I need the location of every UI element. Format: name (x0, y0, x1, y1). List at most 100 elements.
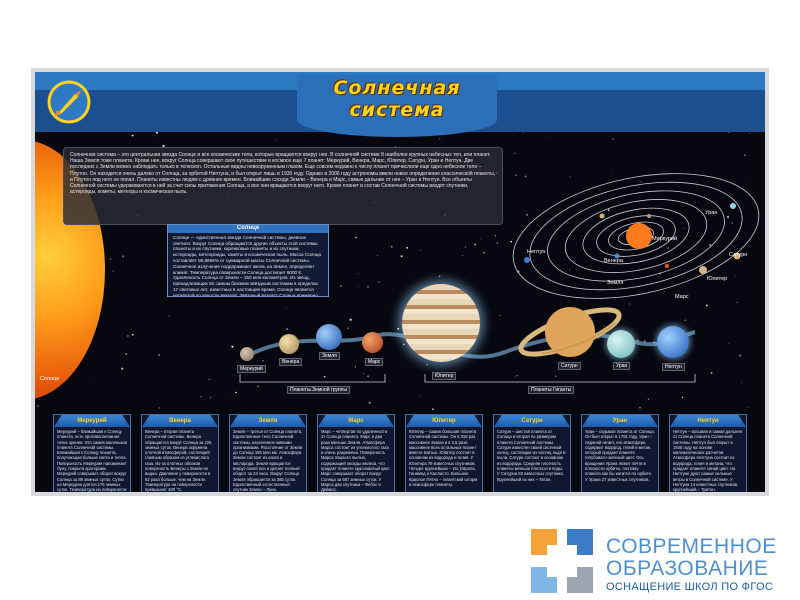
star (637, 339, 639, 341)
sun-info-text: Солнце — единственная звезда Солнечной с… (173, 234, 322, 297)
star (514, 152, 516, 155)
star (420, 249, 421, 251)
star (397, 327, 400, 330)
star (499, 314, 501, 316)
label-uranus: Уран (613, 362, 631, 370)
poster-title-line-2: система (349, 99, 445, 121)
star (548, 281, 550, 283)
star (743, 154, 746, 157)
planet-neptune (657, 326, 689, 358)
star (687, 290, 689, 292)
star (604, 325, 605, 327)
star (286, 308, 288, 309)
star (526, 213, 528, 216)
star (741, 381, 743, 383)
star (358, 285, 359, 287)
solar-system-poster: Солнечная система Солнце Солнечная систе… (31, 68, 769, 496)
planet-earth (316, 324, 342, 350)
star (358, 273, 359, 275)
star (286, 328, 288, 330)
star (229, 399, 231, 401)
planet-card-title: Венера (142, 415, 218, 427)
star (681, 396, 684, 399)
star (406, 246, 409, 249)
orbit-ring (564, 199, 708, 273)
star (391, 246, 393, 248)
star (647, 398, 650, 400)
star (323, 375, 326, 378)
planet-card-text: Земля – третья от Солнца планета. Единст… (233, 429, 303, 493)
star (368, 401, 371, 404)
planet-jupiter (402, 284, 480, 362)
title-plate (297, 75, 497, 137)
star (615, 325, 617, 327)
star (607, 209, 610, 211)
star (643, 340, 646, 343)
star (125, 353, 128, 356)
label-earth: Земля (319, 352, 340, 360)
brand-tagline: ОСНАЩЕНИЕ ШКОЛ ПО ФГОС (606, 581, 774, 593)
star (710, 372, 713, 374)
planet-card-title: Юпитер (406, 415, 482, 427)
star (420, 395, 421, 397)
brand-name-line-2: ОБРАЗОВАНИЕ (606, 557, 769, 580)
star (262, 360, 264, 362)
orbit-label-mars: Марс (675, 294, 689, 300)
star (684, 319, 686, 321)
star (705, 304, 708, 307)
planet-card-title: Нептун (670, 415, 746, 427)
orbit-label-neptune: Нептун (527, 249, 546, 255)
star (514, 376, 516, 378)
orbit-label-mercury: Меркурий (652, 236, 678, 242)
star (639, 406, 641, 409)
star (156, 131, 158, 134)
planet-card-title: Уран (582, 415, 658, 427)
planet-card-title: Меркурий (54, 415, 130, 427)
star (640, 181, 642, 183)
orbit-planet-neptune (524, 257, 530, 263)
star (426, 363, 429, 366)
star (376, 254, 379, 256)
orbit-planet-mercury (647, 214, 651, 218)
star (249, 411, 251, 412)
brand-logo-icon (531, 529, 593, 593)
sun-info-header: Солнце (168, 225, 328, 233)
orbit-label-uranus: Уран (705, 210, 718, 216)
orbit-planet-mars (664, 263, 670, 269)
star (349, 318, 352, 321)
planet-card-text: Нептун – восьмая и самая дальняя от Солн… (673, 429, 742, 493)
orbit-ring (529, 181, 743, 291)
star (122, 255, 125, 258)
star (362, 373, 365, 375)
star (36, 405, 39, 407)
star (516, 375, 518, 376)
star (523, 132, 524, 134)
intro-text-box: Солнечная система – это центральная звез… (63, 147, 503, 225)
label-mercury: Меркурий (237, 365, 266, 373)
star (496, 242, 499, 244)
star (402, 343, 405, 346)
orbit-planet-venus (599, 213, 605, 219)
star (367, 375, 369, 377)
planet-card-text: Уран – седьмая планета от Солнца. Он был… (585, 429, 655, 482)
star (121, 367, 124, 370)
orbit-label-earth: Земля (607, 280, 624, 286)
label-saturn: Сатурн (558, 362, 581, 370)
star (112, 270, 114, 272)
planet-uranus (607, 330, 635, 358)
star (667, 247, 669, 249)
star (480, 239, 481, 240)
star (354, 366, 357, 368)
group-brackets (239, 374, 696, 383)
orbit-ring (547, 190, 725, 282)
orbit-sun (626, 223, 652, 249)
star (432, 408, 434, 411)
star (663, 290, 666, 293)
star (569, 176, 571, 178)
star (728, 343, 729, 345)
